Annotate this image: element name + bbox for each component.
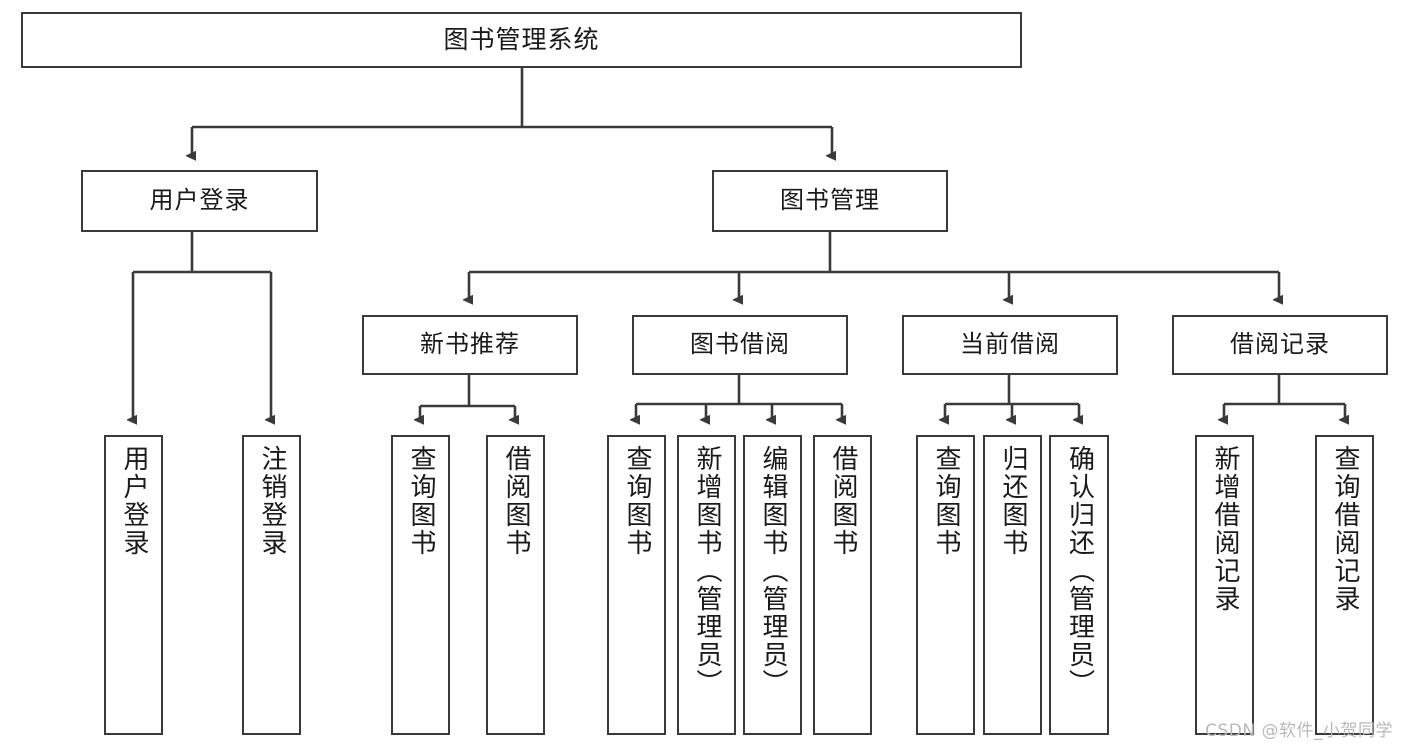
leaf-book-borrow-borrow[interactable]: 借阅图书: [813, 435, 872, 735]
node-label: 借阅图书: [501, 445, 532, 557]
node-label: 图书管理: [780, 186, 880, 215]
node-book-borrow[interactable]: 图书借阅: [632, 315, 848, 375]
node-label: 新增借阅记录: [1210, 445, 1241, 613]
leaf-borrow-record-add[interactable]: 新增借阅记录: [1195, 435, 1254, 735]
leaf-user-login-logout[interactable]: 注销登录: [242, 435, 301, 735]
node-label: 借阅图书: [828, 445, 859, 557]
node-new-book-recommend[interactable]: 新书推荐: [362, 315, 578, 375]
node-label: 注销登录: [257, 445, 288, 557]
node-label: 查询图书: [406, 445, 437, 557]
leaf-book-borrow-add[interactable]: 新增图书（管理员）: [677, 435, 736, 735]
leaf-user-login-login[interactable]: 用户登录: [104, 435, 163, 735]
node-label: 图书借阅: [690, 330, 790, 359]
leaf-book-borrow-query[interactable]: 查询图书: [607, 435, 666, 735]
node-label: 图书管理系统: [443, 24, 600, 54]
node-label: 归还图书: [998, 445, 1029, 557]
node-label: 确认归还（管理员）: [1064, 445, 1095, 697]
node-label: 编辑图书（管理员）: [758, 445, 789, 697]
node-label: 新书推荐: [420, 330, 520, 359]
leaf-current-borrow-return[interactable]: 归还图书: [983, 435, 1042, 735]
node-user-login[interactable]: 用户登录: [81, 170, 318, 232]
node-label: 用户登录: [149, 186, 250, 215]
node-borrow-record[interactable]: 借阅记录: [1172, 315, 1388, 375]
leaf-new-book-query[interactable]: 查询图书: [391, 435, 450, 735]
node-label: 用户登录: [119, 445, 150, 557]
node-current-borrow[interactable]: 当前借阅: [902, 315, 1118, 375]
node-label: 借阅记录: [1230, 330, 1330, 359]
node-book-management[interactable]: 图书管理: [712, 170, 948, 232]
node-root-system[interactable]: 图书管理系统: [21, 12, 1022, 68]
node-label: 查询图书: [931, 445, 962, 557]
leaf-current-borrow-confirm-return[interactable]: 确认归还（管理员）: [1049, 435, 1109, 735]
node-label: 查询图书: [622, 445, 653, 557]
leaf-borrow-record-query[interactable]: 查询借阅记录: [1315, 435, 1374, 735]
node-label: 新增图书（管理员）: [692, 445, 723, 697]
node-label: 查询借阅记录: [1330, 445, 1361, 613]
node-label: 当前借阅: [960, 330, 1060, 359]
leaf-new-book-borrow[interactable]: 借阅图书: [486, 435, 545, 735]
leaf-current-borrow-query[interactable]: 查询图书: [916, 435, 975, 735]
leaf-book-borrow-edit[interactable]: 编辑图书（管理员）: [743, 435, 802, 735]
